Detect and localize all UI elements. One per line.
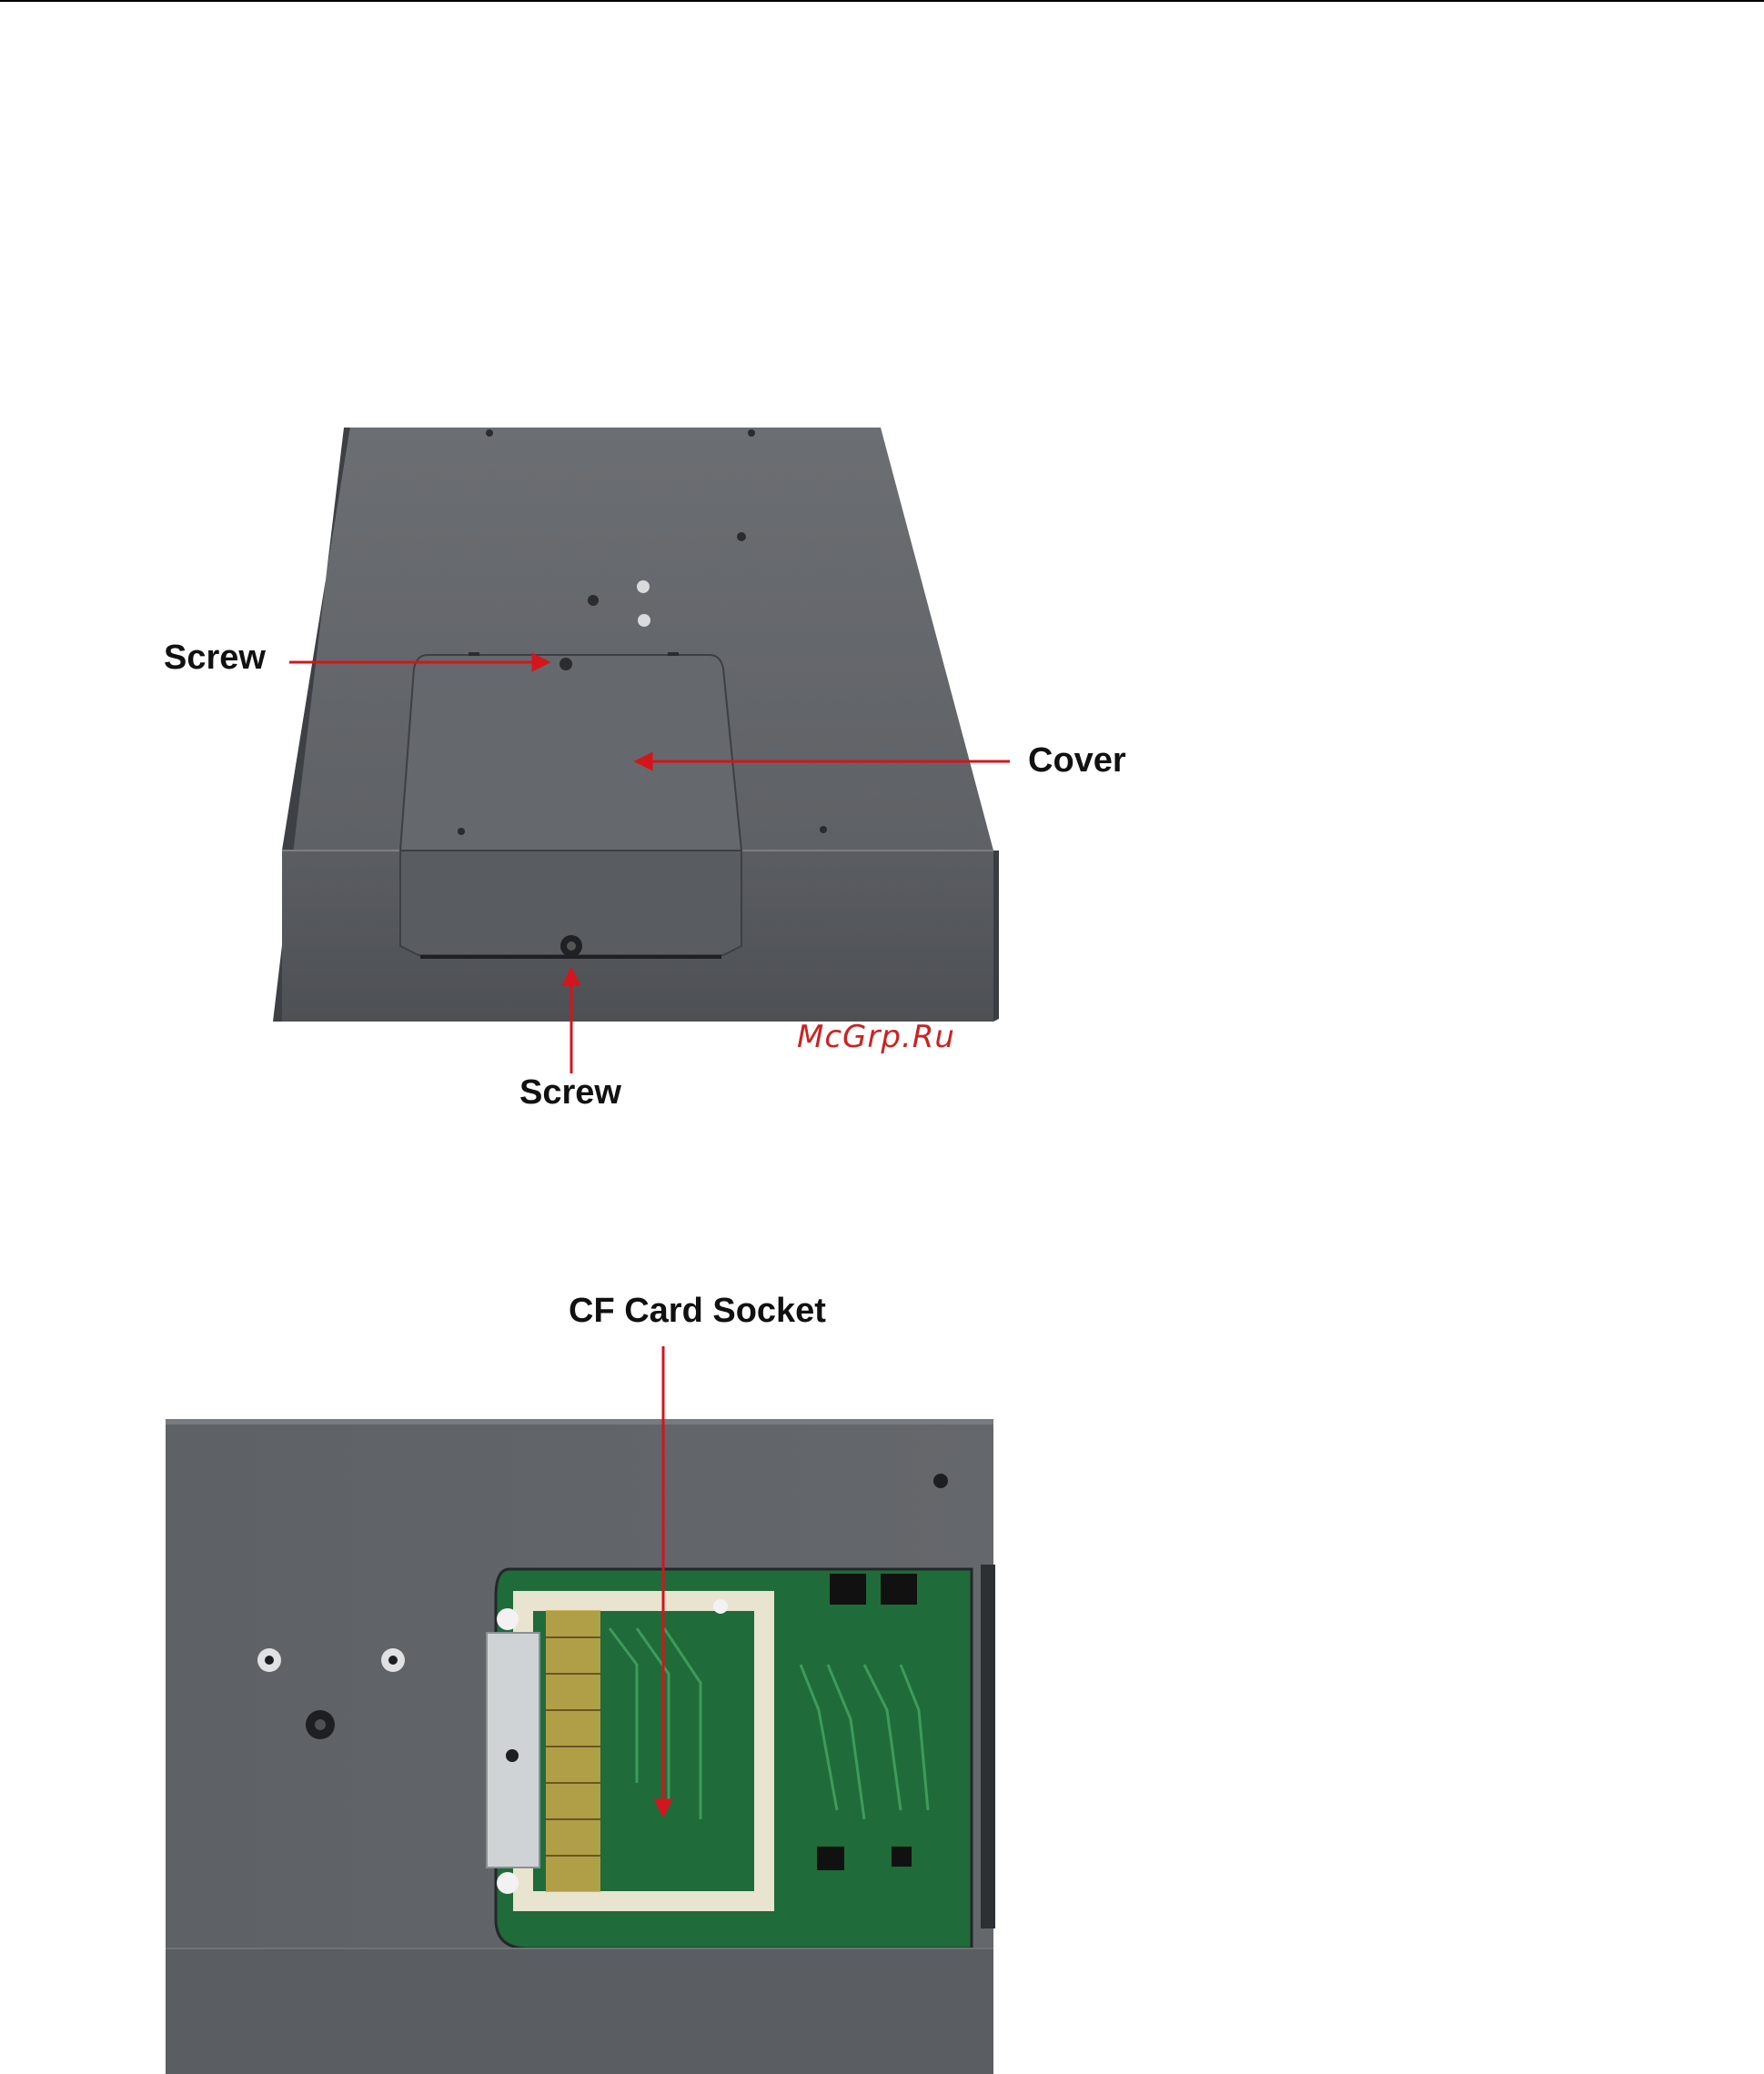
enclosure-photo xyxy=(273,428,999,1022)
label-cf-card-socket: CF Card Socket xyxy=(569,1292,826,1331)
label-screw-bottom: Screw xyxy=(519,1073,621,1113)
watermark: McGrp.Ru xyxy=(797,1019,955,1055)
label-cover: Cover xyxy=(1028,741,1126,780)
cf-socket-photo xyxy=(166,1419,995,2074)
label-screw-top: Screw xyxy=(164,639,266,678)
